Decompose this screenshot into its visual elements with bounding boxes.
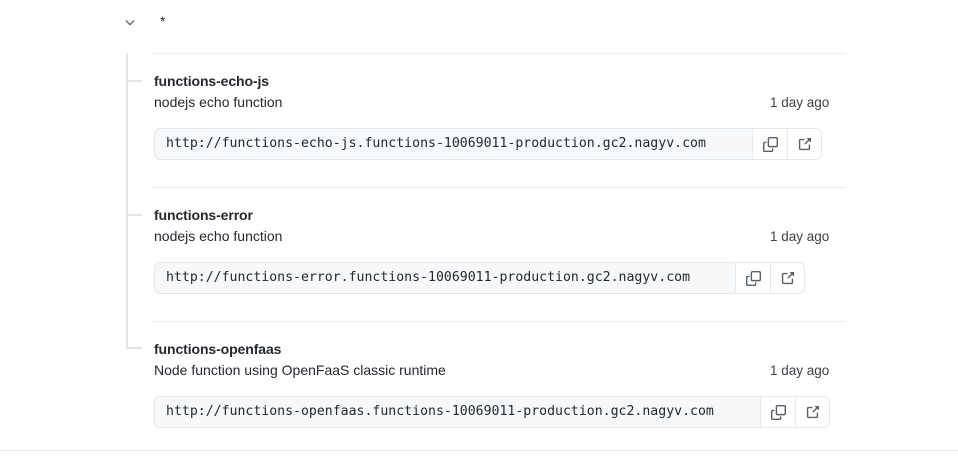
deployment-url-field[interactable]: http://functions-openfaas.functions-1006… (154, 396, 760, 428)
external-link-icon[interactable] (795, 396, 830, 428)
deployment-url-group: http://functions-echo-js.functions-10069… (154, 128, 822, 160)
tree-line-segment (126, 215, 128, 349)
copy-icon[interactable] (752, 128, 787, 160)
group-header: * (0, 0, 958, 53)
deployment-name[interactable]: functions-error (154, 207, 253, 223)
separator-bottom (0, 450, 958, 451)
deployment-description: Node function using OpenFaaS classic run… (154, 362, 446, 378)
deployment-url-group: http://functions-openfaas.functions-1006… (154, 396, 830, 428)
chevron-down-icon[interactable] (121, 13, 139, 31)
copy-icon[interactable] (735, 262, 770, 294)
external-link-icon[interactable] (787, 128, 822, 160)
deployment-url-field[interactable]: http://functions-error.functions-1006901… (154, 262, 735, 294)
separator-row-1 (152, 187, 846, 188)
tree-line-segment (126, 53, 128, 81)
deployment-timestamp: 1 day ago (770, 229, 830, 244)
tree-branch-item-1 (126, 80, 142, 82)
deployment-timestamp: 1 day ago (770, 95, 830, 110)
deployment-name[interactable]: functions-echo-js (154, 73, 269, 89)
tree-line-segment (126, 81, 128, 215)
tree-branch-item-2 (126, 214, 142, 216)
deployment-timestamp: 1 day ago (770, 363, 830, 378)
external-link-icon[interactable] (770, 262, 805, 294)
deployment-description: nodejs echo function (154, 228, 283, 244)
deployment-url-field[interactable]: http://functions-echo-js.functions-10069… (154, 128, 752, 160)
separator-row-2 (152, 321, 846, 322)
group-label: * (160, 13, 166, 29)
tree-branch-item-3 (126, 347, 142, 349)
deployment-description: nodejs echo function (154, 94, 283, 110)
separator-top (152, 53, 846, 54)
deployment-url-group: http://functions-error.functions-1006901… (154, 262, 805, 294)
copy-icon[interactable] (760, 396, 795, 428)
deployment-name[interactable]: functions-openfaas (154, 341, 282, 357)
